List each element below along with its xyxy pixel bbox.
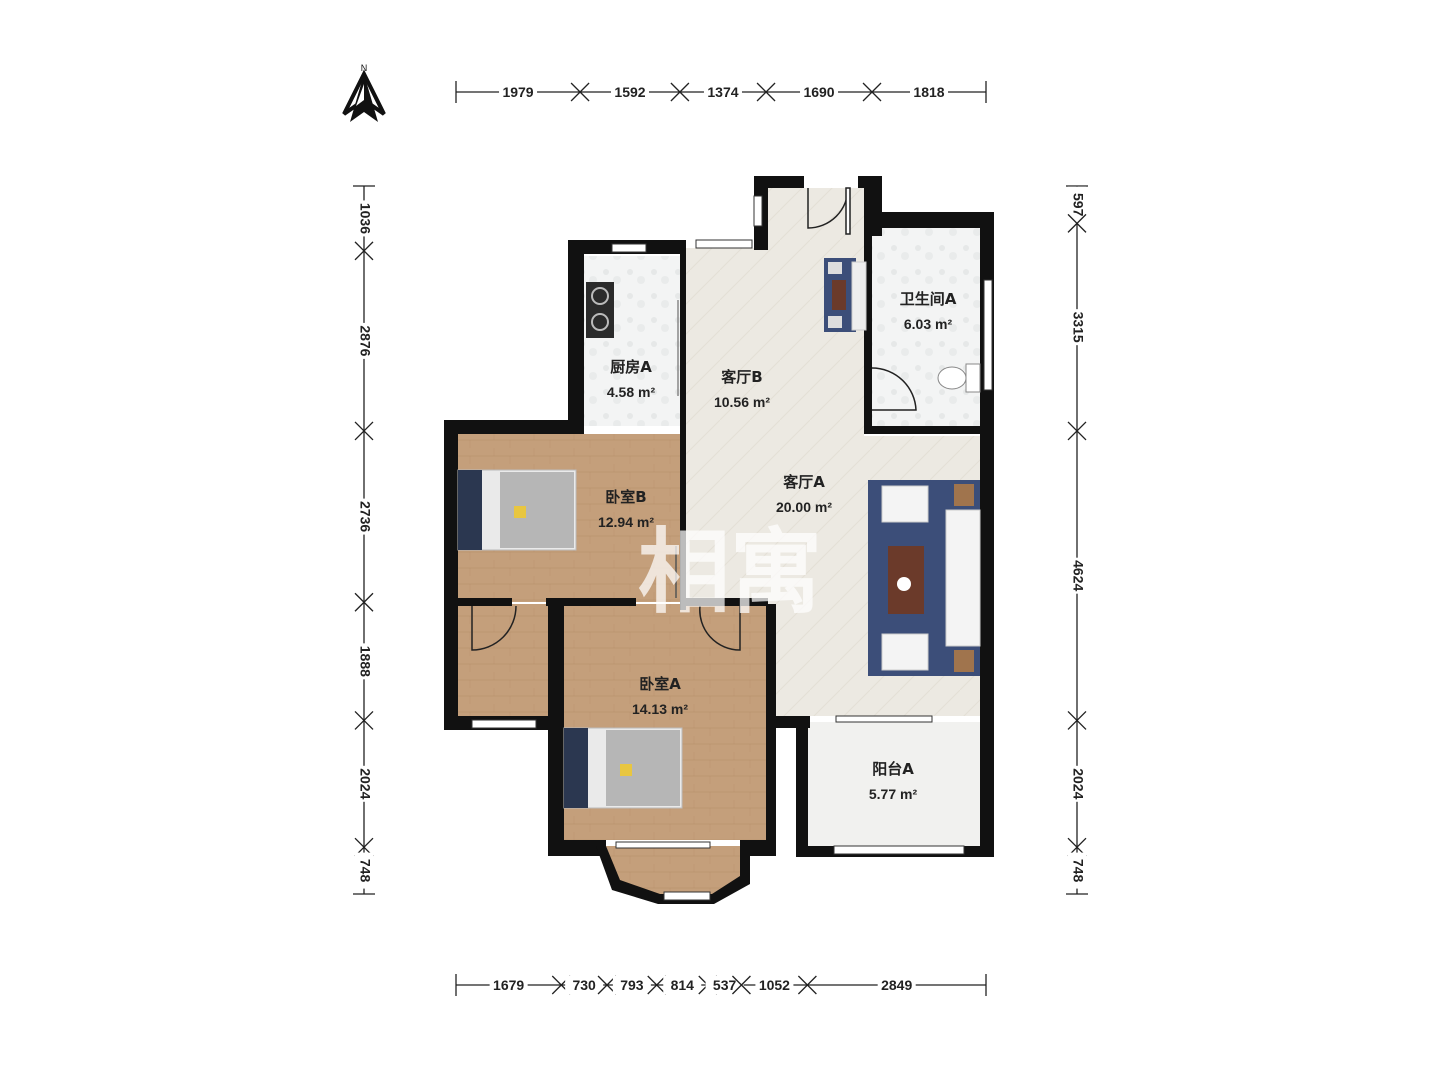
bathroom-door [871,367,917,411]
closet-floor [458,604,554,718]
windows [471,195,993,901]
dimension-label: 1374 [707,84,738,100]
dimension-label: 793 [620,977,644,993]
room-labels: 厨房A 4.58 m² 客厅B 10.56 m² 卫生间A 6.03 m² 客厅… [598,290,957,802]
room-name-bathroom-a: 卫生间A [900,290,957,308]
room-area-living-b: 10.56 m² [714,394,770,410]
dimension-label: 1036 [357,203,373,234]
room-name-bedroom-b: 卧室B [605,488,646,506]
entry-side-window [753,195,763,227]
dimension-label: 1052 [759,977,790,993]
closet-door [471,605,517,651]
dimension-label: 1818 [913,84,944,100]
dimension-label: 2024 [1070,768,1086,799]
room-area-bedroom-a: 14.13 m² [632,701,688,717]
dimension-label: 2024 [357,768,373,799]
balcony-window [833,845,965,855]
bathroom-floor [870,228,980,430]
dimension-label: 1690 [803,84,834,100]
closet-window [471,719,537,729]
kitchen-floor [583,256,681,426]
dimension-label: 1592 [614,84,645,100]
room-name-balcony-a: 阳台A [872,760,914,778]
dimension-line-right: 597 3315 4624 2024 748 [1066,185,1088,895]
room-area-balcony-a: 5.77 m² [869,786,918,802]
room-name-living-b: 客厅B [720,368,762,386]
stove-icon [586,282,614,338]
dimension-line-bottom: 1679 730 793 814 537 1052 2849 [455,974,987,996]
doors [471,187,917,651]
toilet-icon [937,363,981,393]
room-area-bedroom-b: 12.94 m² [598,514,654,530]
bathroom-window [983,279,993,391]
room-area-bathroom-a: 6.03 m² [904,316,953,332]
balcony-floor [808,722,980,846]
room-area-kitchen-a: 4.58 m² [607,384,656,400]
dimension-label: 1679 [493,977,524,993]
balcony-door [835,715,933,723]
bed-icon [563,727,683,809]
bay-window-floor [606,846,740,898]
dimension-label: 3315 [1070,312,1086,343]
dimension-label: 748 [1070,859,1086,883]
room-name-living-a: 客厅A [782,473,825,491]
watermark-logo: 相寓 [638,519,822,626]
bedroom-a-door [699,605,741,651]
dimension-label: 814 [671,977,695,993]
dimension-label: 730 [572,977,596,993]
room-name-bedroom-a: 卧室A [639,675,681,693]
kitchen-window [611,243,647,253]
dimension-label: 2876 [357,325,373,356]
dimension-label: 1979 [502,84,533,100]
dimension-label: 4624 [1070,560,1086,591]
dining-set-icon [824,258,867,332]
dimension-label: 597 [1070,193,1086,217]
dimension-line-top: 1979 1592 1374 1690 1818 [455,81,987,103]
dimension-label: 1888 [357,646,373,677]
room-area-living-a: 20.00 m² [776,499,832,515]
room-name-kitchen-a: 厨房A [610,358,652,376]
svg-text:N: N [361,63,368,73]
sofa-set-icon [868,480,981,676]
dimension-label: 537 [713,977,737,993]
north-arrow-icon: N [342,63,386,122]
dimension-label: 2849 [881,977,912,993]
bay-window-front [663,891,711,901]
living-b-window [695,239,753,249]
dimension-line-left: 1036 2876 2736 1888 2024 748 [353,185,375,895]
dimension-label: 2736 [357,501,373,532]
dimension-label: 748 [357,859,373,883]
bedroom-a-window [615,841,711,849]
bed-icon [457,469,577,551]
